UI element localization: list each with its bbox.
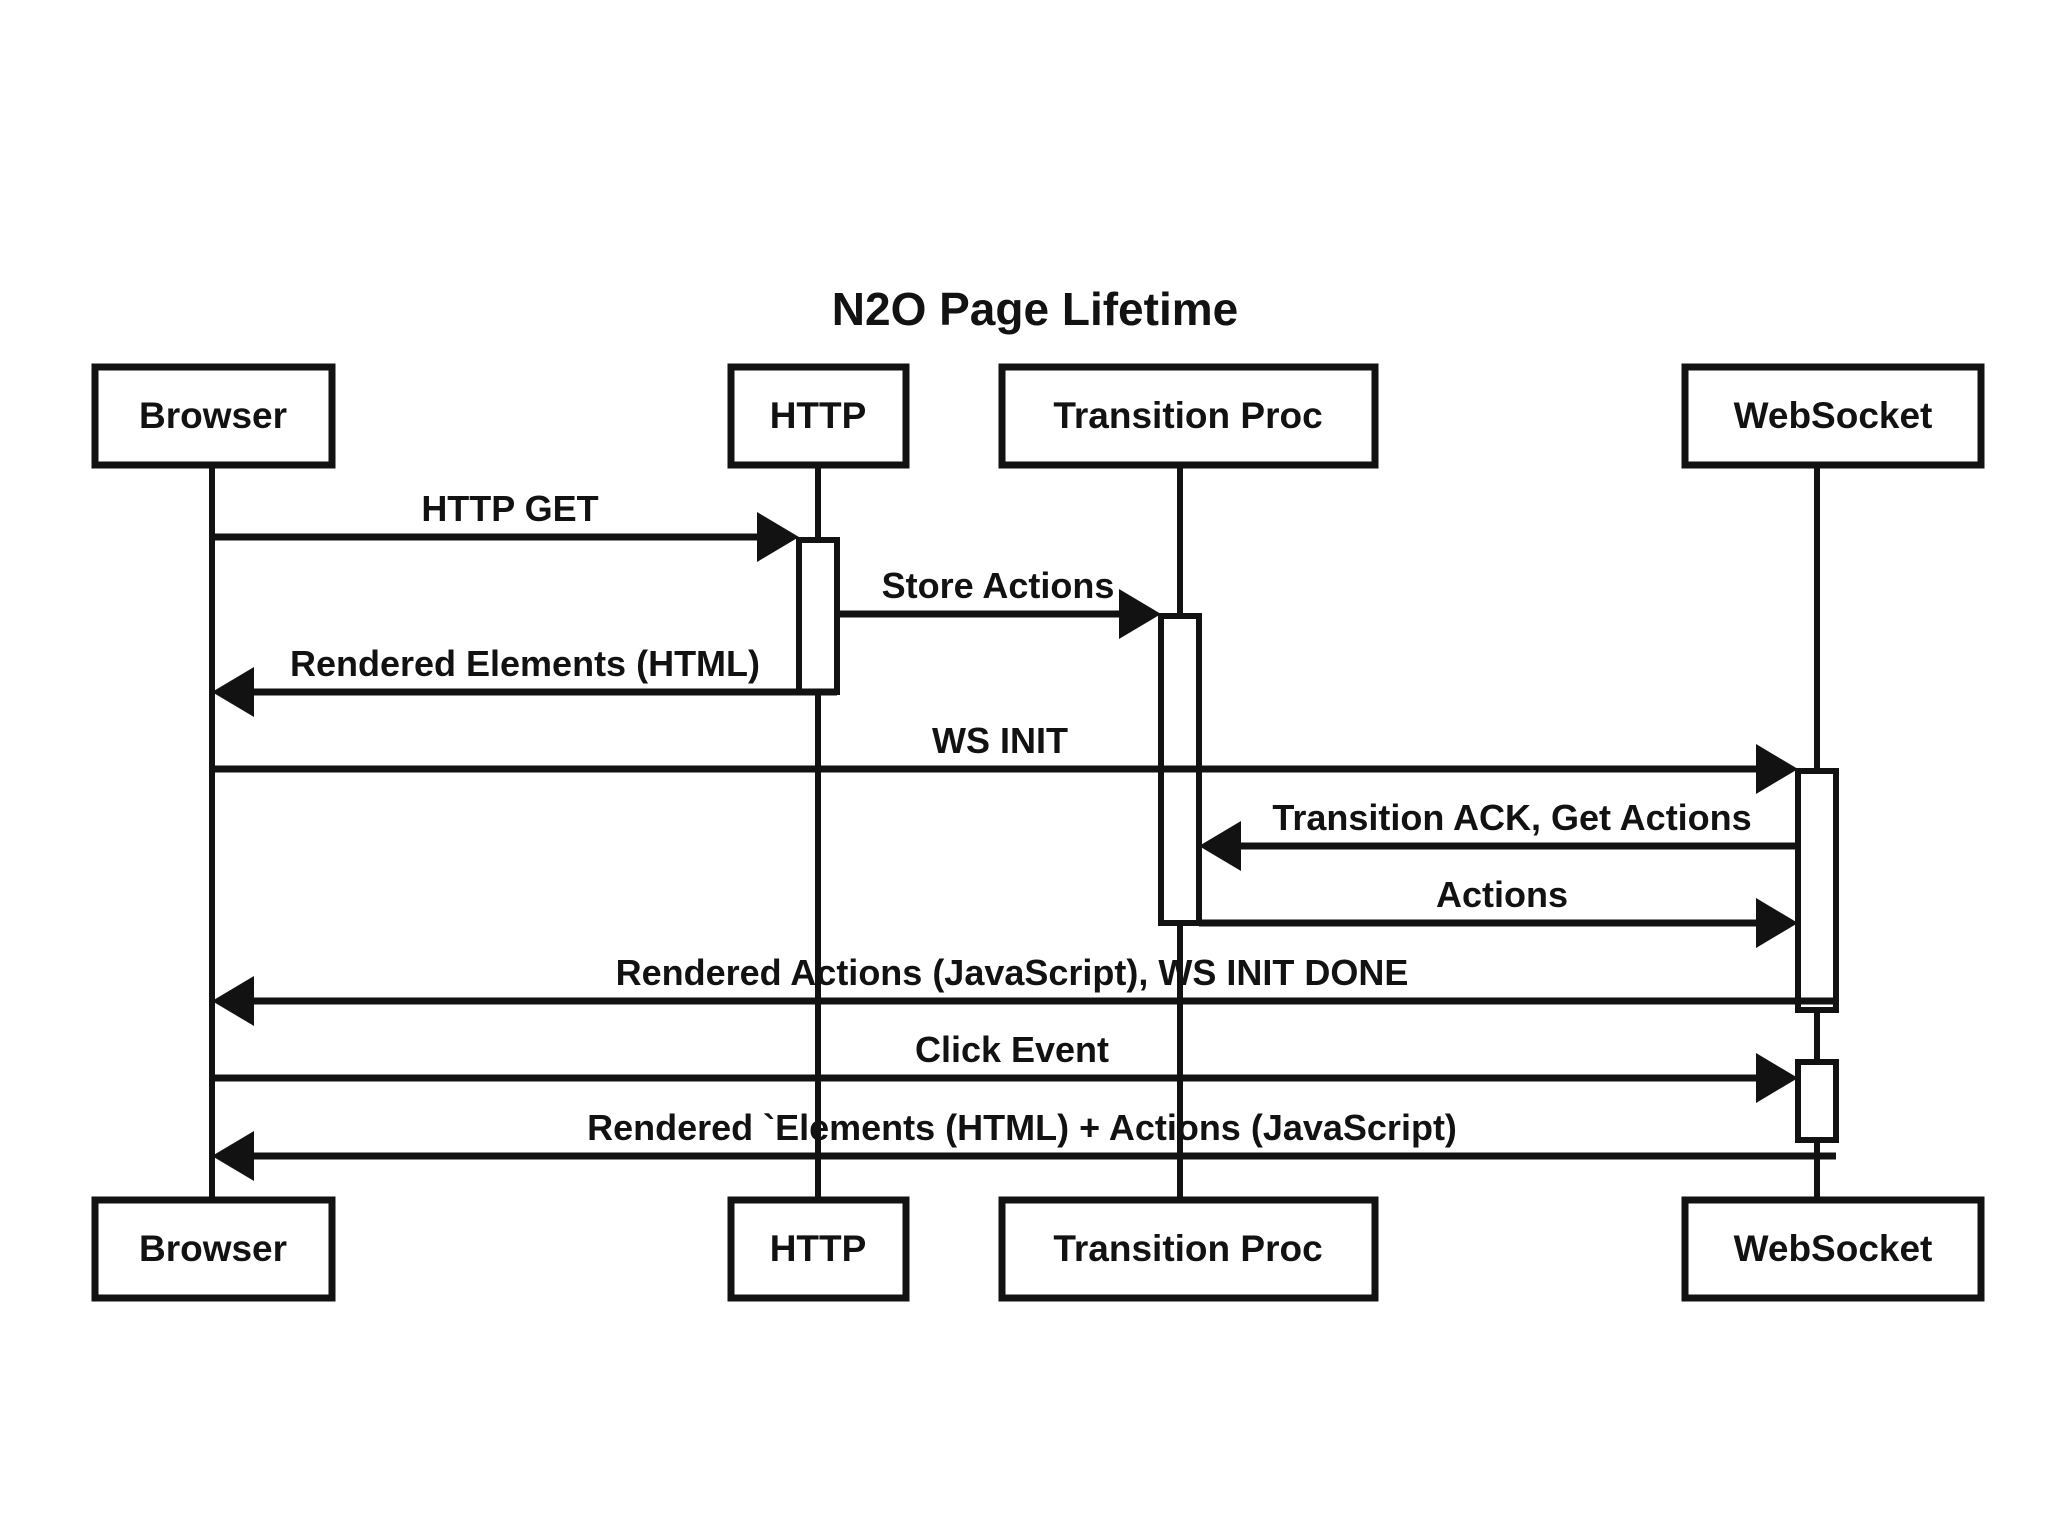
participant-label-http-bottom: HTTP [770,1228,867,1269]
participant-rect-http-bottom [727,1196,910,1302]
arrowhead-right-store-actions [1119,589,1161,639]
participant-box-browser-bottom[interactable]: Browser [91,1196,336,1302]
message-rendered-elements-html[interactable]: Rendered Elements (HTML) [212,643,837,717]
participant-label-transition-proc-top: Transition Proc [1053,395,1322,436]
arrowhead-left-rendered-actions-js [212,976,254,1026]
arrowhead-right-http-get [757,512,799,562]
activation-bar-websocket-1 [1795,768,1839,1013]
participant-box-websocket-bottom[interactable]: WebSocket [1681,1196,1985,1302]
message-label-http-get: HTTP GET [421,488,598,529]
participant-rect-transition-proc-bottom [998,1196,1379,1302]
message-click-event[interactable]: Click Event [215,1029,1798,1103]
message-rendered-elements-plus-actions[interactable]: Rendered `Elements (HTML) + Actions (Jav… [212,1107,1836,1181]
arrowhead-right-actions [1756,898,1798,948]
participant-rect-websocket-bottom [1681,1196,1985,1302]
message-ws-init[interactable]: WS INIT [215,720,1798,794]
participant-box-transition-proc-bottom[interactable]: Transition Proc [998,1196,1379,1302]
participant-boxes-top: Browser HTTP Transition Proc WebSocket [91,363,1985,469]
participant-rect-browser-top [91,363,336,469]
participant-rect-http-top [727,363,910,469]
message-label-ws-init: WS INIT [932,720,1068,761]
participant-rect-websocket-top [1681,363,1985,469]
message-rendered-actions-js[interactable]: Rendered Actions (JavaScript), WS INIT D… [212,952,1836,1026]
participant-boxes-bottom: Browser HTTP Transition Proc WebSocket [91,1196,1985,1302]
participant-rect-browser-bottom [91,1196,336,1302]
message-http-get[interactable]: HTTP GET [215,488,799,562]
message-label-rendered-elements-plus-actions: Rendered `Elements (HTML) + Actions (Jav… [587,1107,1457,1148]
arrowhead-right-ws-init [1756,744,1798,794]
participant-label-transition-proc-bottom: Transition Proc [1053,1228,1322,1269]
participant-label-browser-top: Browser [139,395,287,436]
message-actions[interactable]: Actions [1199,874,1798,948]
message-label-click-event: Click Event [915,1029,1109,1070]
participant-label-http-top: HTTP [770,395,867,436]
participant-label-websocket-top: WebSocket [1734,395,1933,436]
message-label-rendered-elements-html: Rendered Elements (HTML) [290,643,760,684]
participant-label-websocket-bottom: WebSocket [1734,1228,1933,1269]
message-transition-ack-get-actions[interactable]: Transition ACK, Get Actions [1199,797,1798,871]
arrowhead-left-rendered-elements-html [212,667,254,717]
participant-box-websocket-top[interactable]: WebSocket [1681,363,1985,469]
participant-box-http-bottom[interactable]: HTTP [727,1196,910,1302]
participant-box-browser-top[interactable]: Browser [91,363,336,469]
participant-box-http-top[interactable]: HTTP [727,363,910,469]
activation-bar-http [796,537,840,695]
arrowhead-left-rendered-elements-plus-actions [212,1131,254,1181]
message-label-store-actions: Store Actions [882,565,1115,606]
message-label-transition-ack-get-actions: Transition ACK, Get Actions [1272,797,1751,838]
arrowhead-left-transition-ack-get-actions [1199,821,1241,871]
message-store-actions[interactable]: Store Actions [837,565,1161,639]
activation-bar-websocket-2 [1795,1059,1839,1143]
participant-box-transition-proc-top[interactable]: Transition Proc [998,363,1379,469]
participant-rect-transition-proc-top [998,363,1379,469]
message-label-actions: Actions [1436,874,1568,915]
participant-label-browser-bottom: Browser [139,1228,287,1269]
arrowhead-right-click-event [1756,1053,1798,1103]
page-title: N2O Page Lifetime [832,283,1238,335]
message-label-rendered-actions-js: Rendered Actions (JavaScript), WS INIT D… [616,952,1409,993]
